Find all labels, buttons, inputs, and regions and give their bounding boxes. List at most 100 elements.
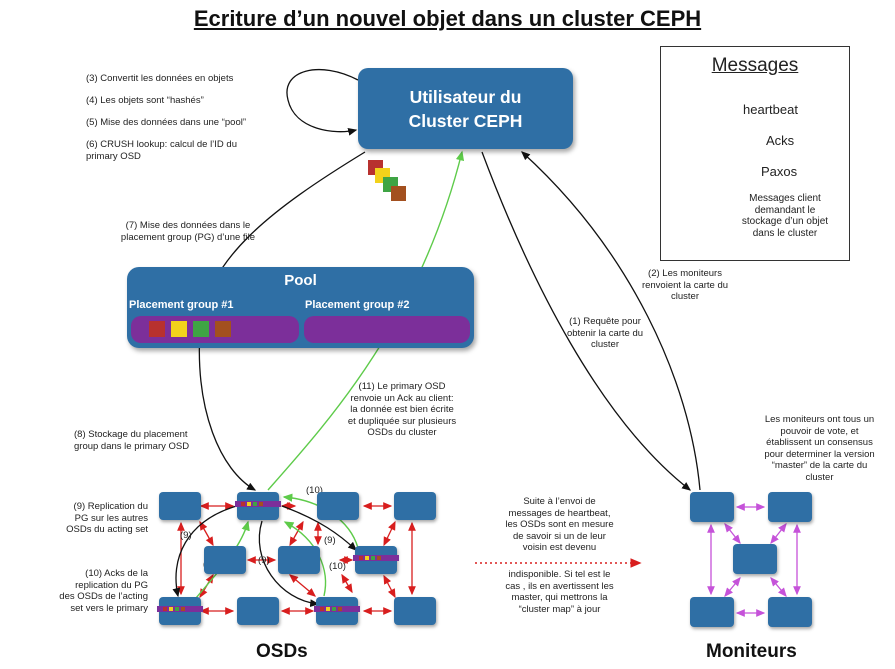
step-9: (9) Replication du PG sur les autres OSD…: [40, 501, 148, 536]
step-10-line2: replication du PG: [75, 579, 148, 591]
pg-replica-strip: [157, 606, 203, 612]
step-2: (2) Les moniteurs renvoient la carte du …: [630, 268, 740, 303]
osd-node-replica: [314, 597, 360, 625]
step-1-line3: cluster: [591, 339, 619, 350]
legend-acks-label: Acks: [766, 133, 795, 148]
step-8-line1: (8) Stockage du placement: [74, 429, 188, 440]
heartbeat-note-line2: messages de heartbeat,: [508, 507, 611, 519]
step-9-line3: OSDs du acting set: [66, 524, 148, 535]
heartbeat-note-line8: master, qui mettrons la: [511, 592, 608, 603]
monitors-label: Moniteurs: [706, 641, 797, 662]
legend-client-line3: stockage d’un objet: [741, 216, 829, 227]
osd-node-replica: [353, 546, 399, 574]
label-9-left: (9): [180, 530, 192, 541]
pg-object-brown: [215, 321, 231, 337]
heartbeat-note-line9: “cluster map” à jour: [518, 603, 601, 615]
step-6-line2: primary OSD: [86, 150, 141, 162]
client-title-line2: Cluster CEPH: [408, 110, 523, 131]
ceph-client-box: Utilisateur du Cluster CEPH: [358, 68, 573, 149]
step-11-line3: la donnée est bien écrite: [350, 404, 454, 415]
legend-client-label: Messages client demandant le stockage d’…: [725, 193, 845, 239]
step-1-line1: (1) Requête pour: [569, 316, 641, 327]
monitor-node: [768, 492, 812, 522]
placement-group-1: [131, 316, 299, 343]
heartbeat-note-line5: voisin est devenu: [522, 542, 597, 553]
step-10: (10) Acks de la replication du PG des OS…: [40, 568, 148, 614]
step-11-line5: OSDs du cluster: [367, 427, 437, 438]
placement-group-1-label: Placement group #1: [129, 299, 234, 311]
step-10-line4: set vers le primary: [70, 602, 148, 614]
client-title-line1: Utilisateur du: [409, 86, 522, 107]
object-brown: [391, 186, 406, 201]
osd-node: [204, 546, 246, 574]
legend-heartbeat-label: heartbeat: [743, 102, 798, 117]
monitor-node: [768, 597, 812, 627]
monitors-note-line2: pouvoir de vote, et: [780, 425, 859, 437]
label-10-bottom: (10): [329, 561, 346, 572]
pg-replica-strip: [235, 501, 281, 507]
label-9-middle: (9): [258, 555, 270, 566]
monitors-note-line5: “master” de la carte du: [771, 460, 868, 471]
step-11: (11) Le primary OSD renvoie un Ack au cl…: [336, 381, 468, 439]
heartbeat-note-line3: les OSDs sont en mesure: [505, 519, 614, 530]
placement-group-2-label: Placement group #2: [305, 299, 410, 311]
step-2-line1: (2) Les moniteurs: [648, 268, 722, 279]
monitors-note-line6: cluster: [805, 471, 834, 483]
pg-replica-strip: [314, 606, 360, 612]
step-7-line2: placement group (PG) d’une file: [120, 231, 256, 243]
monitor-node: [733, 544, 777, 574]
legend-client-line4: dans le cluster: [752, 227, 818, 239]
step-7: (7) Mise des données dans le placement g…: [108, 220, 268, 243]
osd-node-replica: [157, 597, 203, 625]
pg-object-red: [149, 321, 165, 337]
label-9-right: (9): [324, 535, 336, 546]
legend-client-line2: demandant le: [754, 204, 816, 216]
step-11-line4: et dupliquée sur plusieurs: [347, 415, 457, 427]
step-11-line2: renvoie un Ack au client:: [350, 392, 454, 404]
osds-label: OSDs: [256, 641, 308, 662]
monitor-node: [690, 492, 734, 522]
step-5: (5) Mise des données dans une “pool”: [86, 117, 247, 128]
pg-object-green: [193, 321, 209, 337]
osd-node: [317, 492, 359, 520]
osd-node: [394, 492, 436, 520]
legend-paxos-label: Paxos: [761, 164, 798, 179]
heartbeat-note-line1: Suite à l’envoi de: [523, 496, 596, 507]
heartbeat-note-line4: de savoir si un de leur: [513, 530, 606, 542]
map-response-arrow: [521, 151, 701, 491]
label-10-top: (10): [306, 485, 323, 496]
pg-object-yellow: [171, 321, 187, 337]
step-3: (3) Convertit les données en objets: [86, 73, 234, 84]
step-7-line1: (7) Mise des données dans le: [125, 220, 251, 231]
step-1: (1) Requête pour obtenir la carte du clu…: [555, 316, 655, 351]
replication-arrow-right: [281, 505, 357, 551]
step-6-line1: (6) CRUSH lookup: calcul de l’ID du: [86, 139, 238, 150]
self-loop-arrow: [286, 68, 359, 136]
step-1-line2: obtenir la carte du: [566, 327, 644, 339]
step-9-line2: PG sur les autres: [74, 512, 148, 524]
osd-node: [237, 597, 279, 625]
heartbeat-note-bottom: indisponible. Si tel est le cas , ils en…: [492, 569, 627, 615]
primary-ack-to-client-arrow: [267, 150, 465, 491]
legend-title: Messages: [711, 55, 799, 76]
step-11-line1: (11) Le primary OSD: [358, 381, 446, 392]
step-10-line1: (10) Acks de la: [85, 568, 148, 579]
pool-box: Pool Placement group #1 Placement group …: [127, 267, 474, 348]
step-6: (6) CRUSH lookup: calcul de l’ID du prim…: [86, 139, 237, 162]
legend-box: Messages heartbeat Acks Paxos Messages c…: [660, 46, 850, 261]
replication-arrow-left: [172, 504, 241, 598]
step-8: (8) Stockage du placement group dans le …: [74, 429, 189, 452]
pg-replica-strip: [353, 555, 399, 561]
osd-node: [278, 546, 320, 574]
heartbeat-note-top: Suite à l’envoi de messages de heartbeat…: [492, 496, 627, 554]
legend-client-line1: Messages client: [749, 193, 821, 204]
step-4: (4) Les objets sont “hashés”: [86, 95, 204, 106]
step-9-line1: (9) Replication du: [73, 501, 148, 512]
pool-title: Pool: [284, 272, 317, 289]
step-8-line2: group dans le primary OSD: [74, 440, 190, 452]
monitors-note-line1: Les moniteurs ont tous un: [764, 414, 875, 425]
heartbeat-note-line7: cas , ils en avertissent les: [505, 580, 614, 592]
monitor-node: [690, 597, 734, 627]
monitors-note: Les moniteurs ont tous un pouvoir de vot…: [752, 414, 887, 483]
osd-node: [394, 597, 436, 625]
